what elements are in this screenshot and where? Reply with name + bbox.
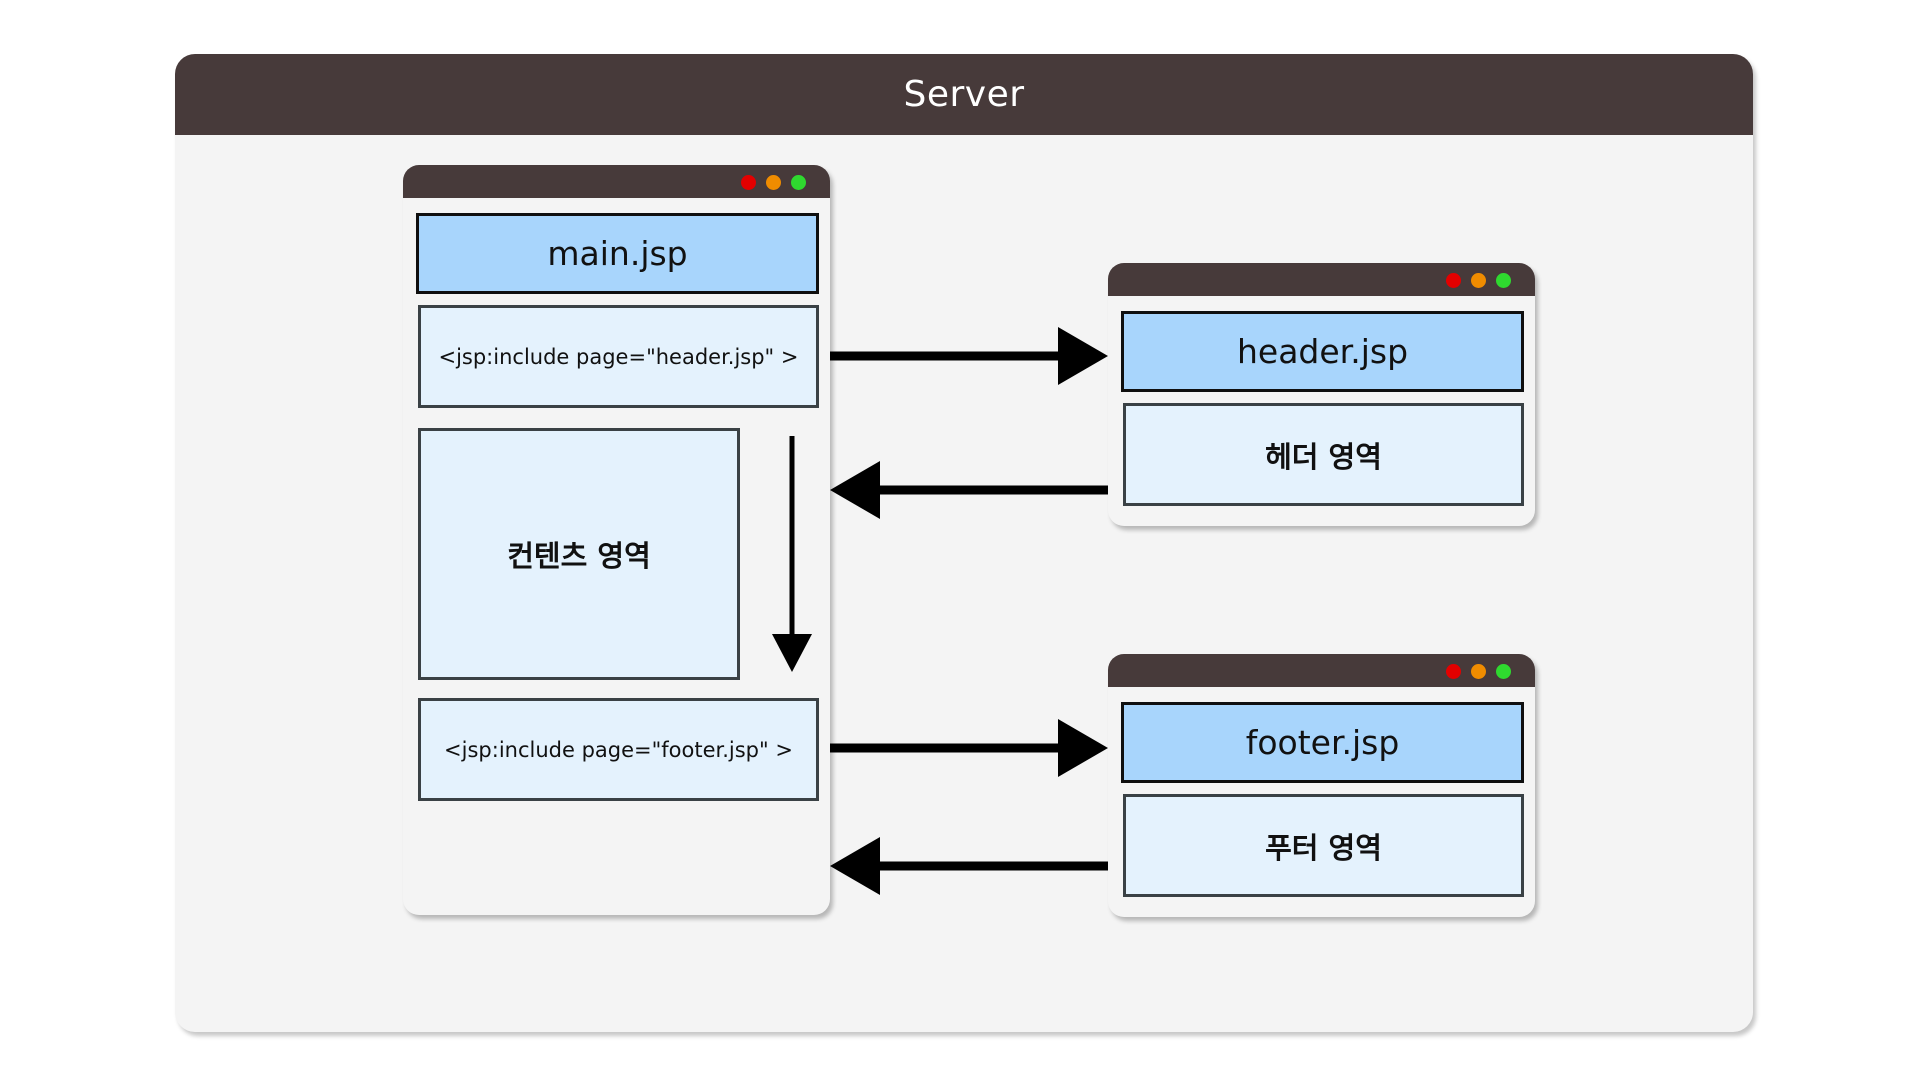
maximize-dot-icon xyxy=(1496,664,1511,679)
header-region-box: 헤더 영역 xyxy=(1123,403,1524,506)
footer-jsp-window: footer.jsp 푸터 영역 xyxy=(1108,654,1535,917)
server-title: Server xyxy=(903,74,1025,115)
header-jsp-title: header.jsp xyxy=(1121,311,1524,392)
header-jsp-window: header.jsp 헤더 영역 xyxy=(1108,263,1535,526)
main-window-titlebar xyxy=(403,165,830,198)
minimize-dot-icon xyxy=(766,175,781,190)
footer-jsp-title: footer.jsp xyxy=(1121,702,1524,783)
minimize-dot-icon xyxy=(1471,273,1486,288)
server-title-bar: Server xyxy=(175,54,1753,135)
content-region-box: 컨텐츠 영역 xyxy=(418,428,740,680)
close-dot-icon xyxy=(1446,664,1461,679)
main-jsp-window: main.jsp <jsp:include page="header.jsp" … xyxy=(403,165,830,915)
include-header-box: <jsp:include page="header.jsp" > xyxy=(418,305,819,408)
close-dot-icon xyxy=(1446,273,1461,288)
main-jsp-title: main.jsp xyxy=(416,213,819,294)
footer-region-box: 푸터 영역 xyxy=(1123,794,1524,897)
maximize-dot-icon xyxy=(791,175,806,190)
close-dot-icon xyxy=(741,175,756,190)
footer-window-titlebar xyxy=(1108,654,1535,687)
minimize-dot-icon xyxy=(1471,664,1486,679)
include-footer-box: <jsp:include page="footer.jsp" > xyxy=(418,698,819,801)
header-window-titlebar xyxy=(1108,263,1535,296)
maximize-dot-icon xyxy=(1496,273,1511,288)
